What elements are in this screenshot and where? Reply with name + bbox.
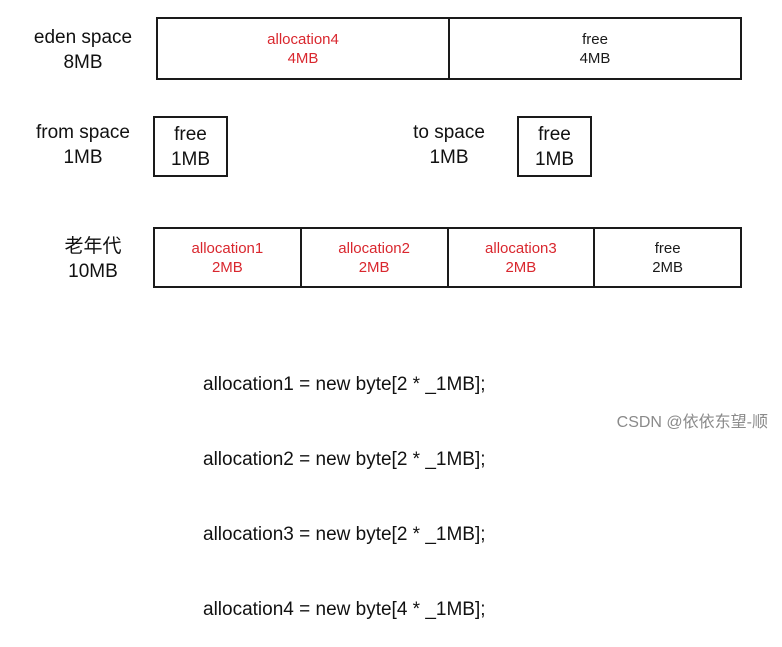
- from-space-size: 1MB: [63, 147, 103, 168]
- eden-cell-allocation4-name: allocation4: [267, 30, 339, 48]
- eden-cell-allocation4: allocation4 4MB: [158, 19, 448, 78]
- from-space-cell-size: 1MB: [170, 148, 211, 170]
- old-gen-label: 老年代 10MB: [50, 234, 136, 284]
- allocation-code-block: allocation1 = new byte[2 * _1MB]; alloca…: [203, 322, 486, 647]
- old-gen-cell-allocation1-size: 2MB: [211, 258, 243, 276]
- from-space-cell-name: free: [174, 123, 207, 145]
- eden-cell-free-name: free: [582, 30, 608, 48]
- code-line: allocation1 = new byte[2 * _1MB];: [203, 374, 486, 395]
- old-gen-cell-allocation1: allocation1 2MB: [155, 229, 300, 286]
- code-line: allocation2 = new byte[2 * _1MB];: [203, 449, 486, 470]
- eden-space-name: eden space: [33, 27, 133, 48]
- old-gen-cell-free: free 2MB: [593, 229, 740, 286]
- old-gen-size: 10MB: [68, 261, 118, 282]
- eden-space-size: 8MB: [63, 52, 103, 73]
- to-space-box: free 1MB: [517, 116, 592, 177]
- csdn-watermark: CSDN @依依东望-顺: [616, 414, 768, 431]
- to-space-name: to space: [413, 122, 485, 143]
- to-space-cell-size: 1MB: [534, 148, 575, 170]
- old-gen-cell-allocation2: allocation2 2MB: [299, 229, 447, 286]
- eden-space-label: eden space 8MB: [22, 25, 144, 75]
- code-line: allocation4 = new byte[4 * _1MB];: [203, 599, 486, 620]
- old-gen-cell-allocation3-size: 2MB: [505, 258, 537, 276]
- from-space-label: from space 1MB: [24, 120, 142, 170]
- old-gen-name: 老年代: [64, 236, 122, 257]
- eden-cell-free-size: 4MB: [579, 49, 611, 67]
- eden-cell-allocation4-size: 4MB: [287, 49, 319, 67]
- old-gen-cell-allocation2-name: allocation2: [338, 239, 410, 257]
- eden-space-box: allocation4 4MB free 4MB: [156, 17, 742, 80]
- old-gen-cell-free-name: free: [654, 239, 681, 257]
- old-gen-cell-allocation3-name: allocation3: [485, 239, 557, 257]
- from-space-name: from space: [36, 122, 130, 143]
- old-gen-cell-allocation1-name: allocation1: [191, 239, 264, 257]
- to-space-cell-name: free: [538, 123, 571, 145]
- from-space-box: free 1MB: [153, 116, 228, 177]
- to-space-size: 1MB: [429, 147, 469, 168]
- old-gen-cell-free-size: 2MB: [652, 258, 684, 276]
- old-gen-cell-allocation2-size: 2MB: [358, 258, 390, 276]
- code-line: allocation3 = new byte[2 * _1MB];: [203, 524, 486, 545]
- eden-cell-free: free 4MB: [448, 19, 740, 78]
- old-gen-box: allocation1 2MB allocation2 2MB allocati…: [153, 227, 742, 288]
- to-space-label: to space 1MB: [400, 120, 498, 170]
- jvm-memory-diagram: { "eden": { "label": "eden space", "size…: [22, 17, 768, 620]
- old-gen-cell-allocation3: allocation3 2MB: [446, 229, 594, 286]
